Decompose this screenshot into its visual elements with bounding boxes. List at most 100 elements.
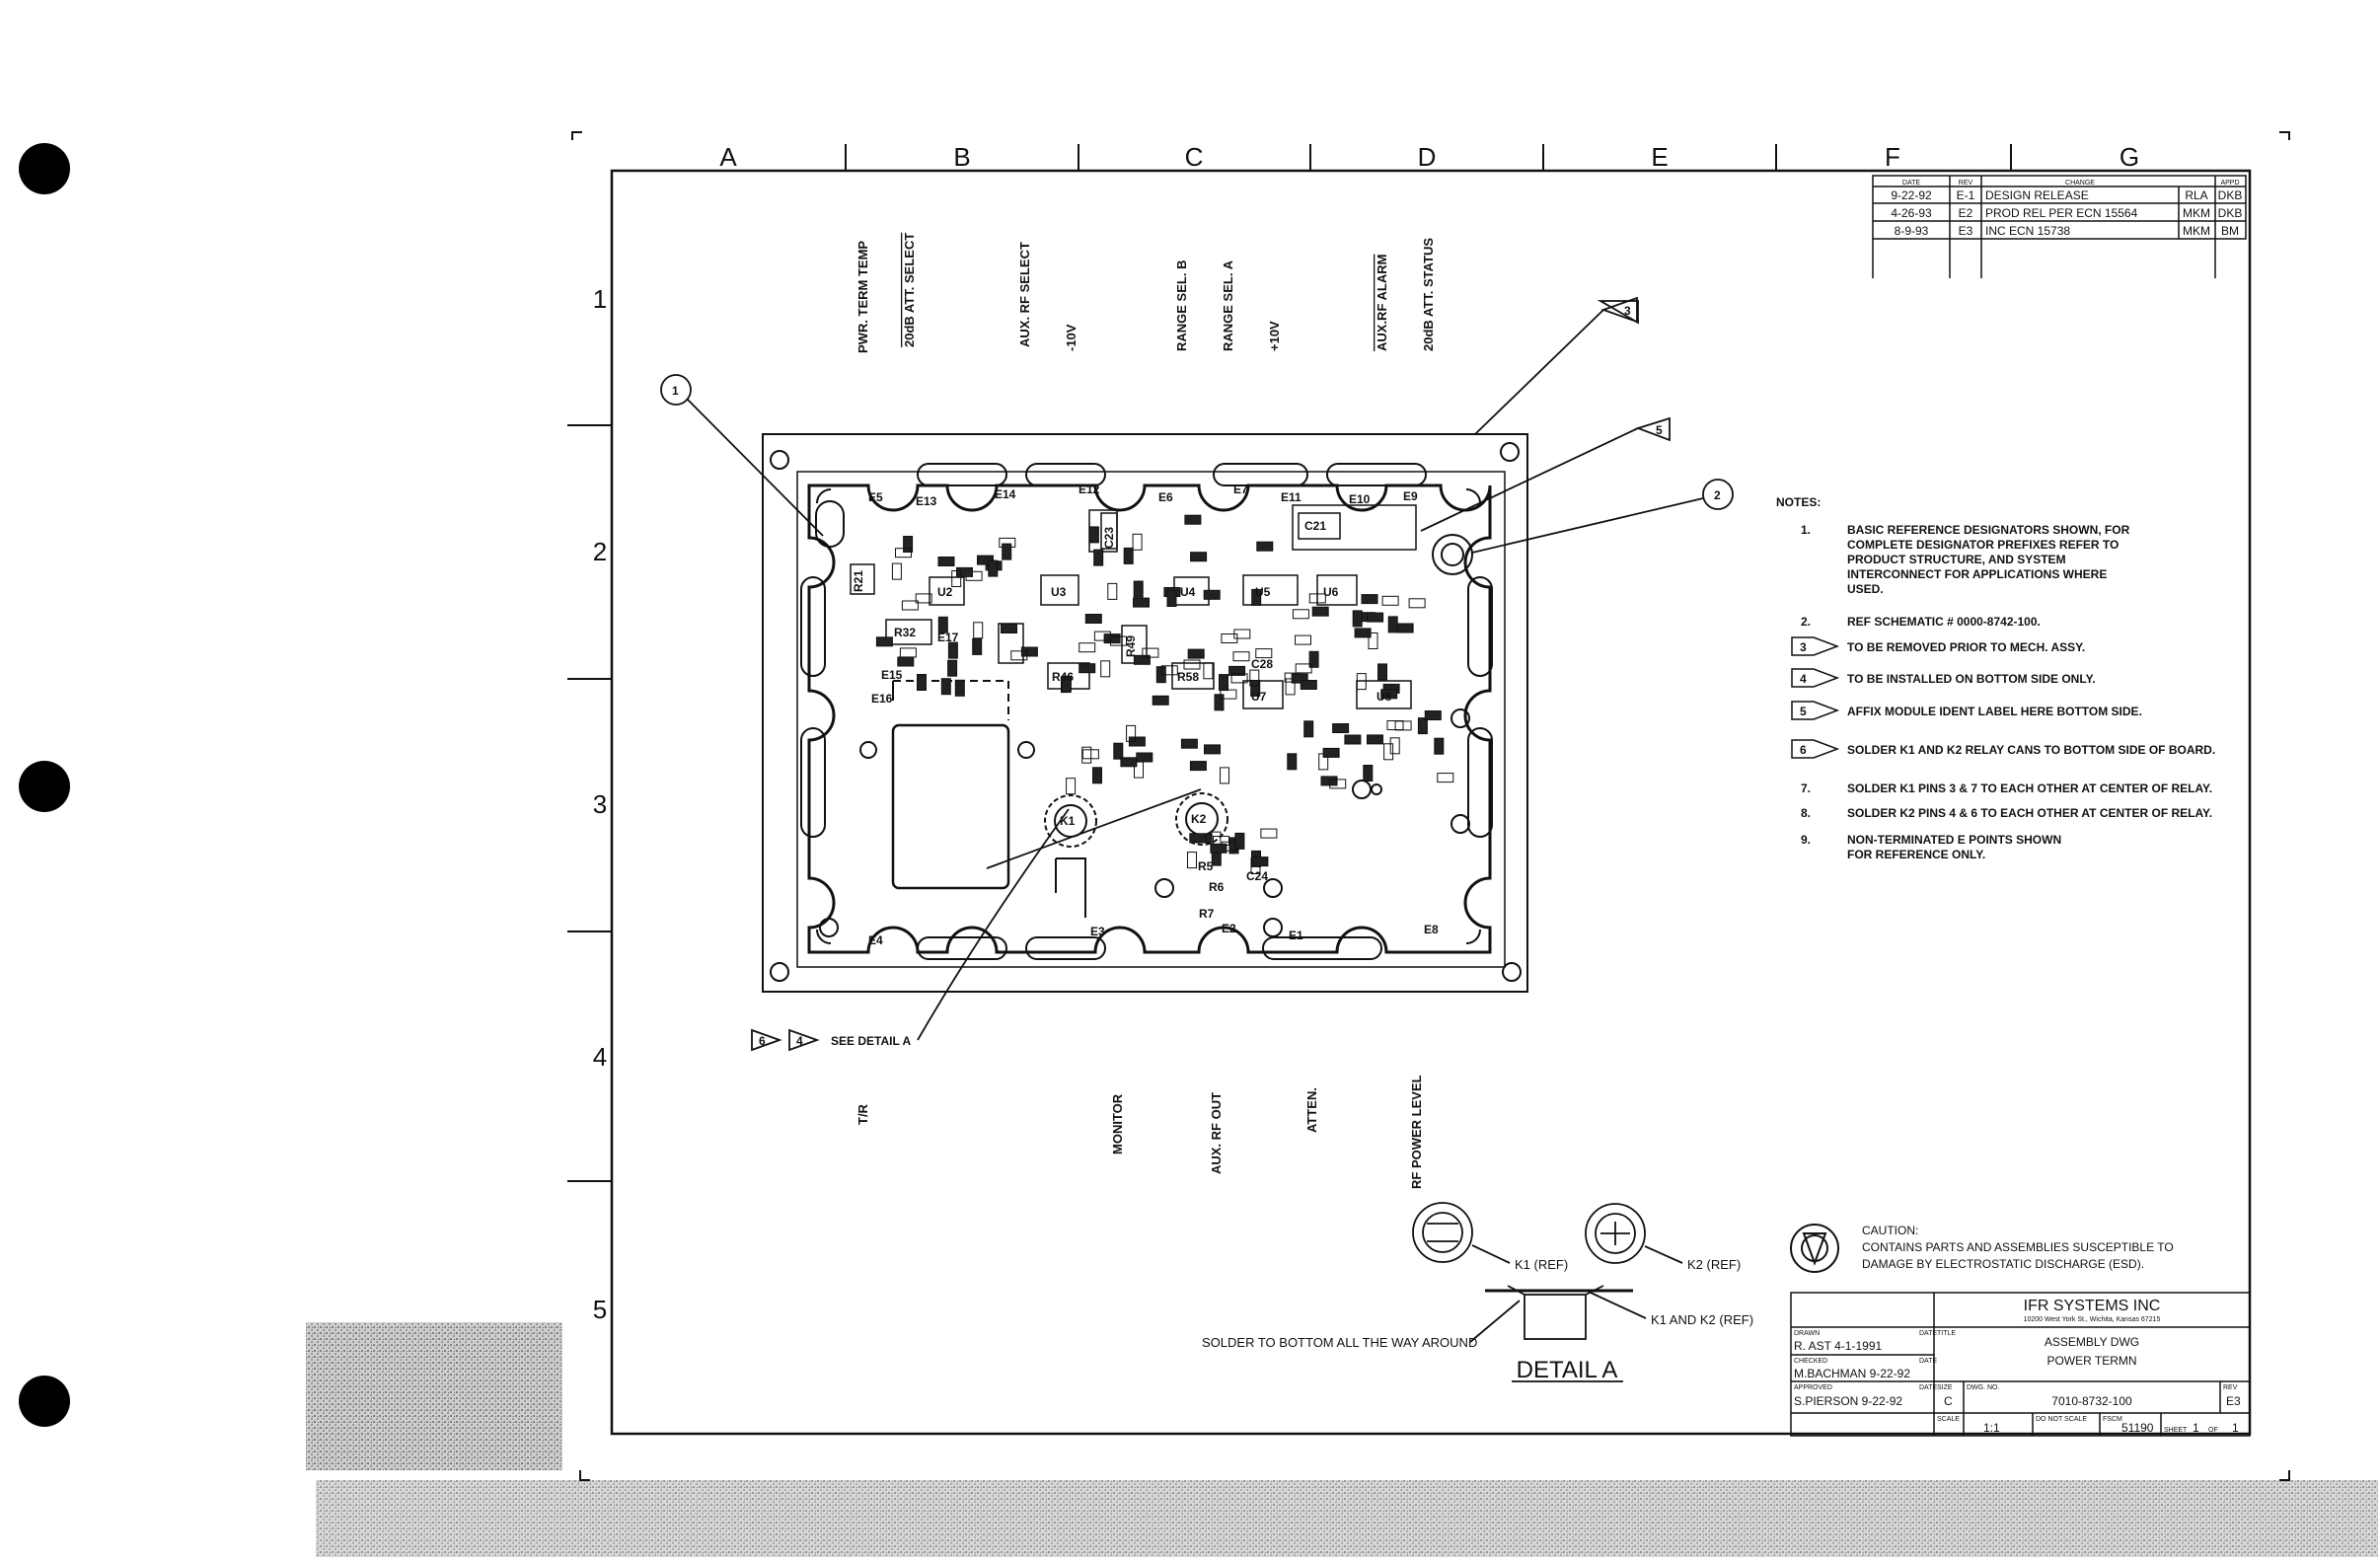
smd-pad <box>1228 665 1246 676</box>
fscm-label: FSCM <box>2103 1416 2122 1423</box>
note-line: REF SCHEMATIC # 0000-8742-100. <box>1847 615 2041 629</box>
zone-col: A <box>719 142 737 172</box>
smd-pad <box>1232 651 1250 662</box>
designator: C23 <box>1102 527 1116 549</box>
zone-row: 3 <box>593 789 607 819</box>
zone-column-labels: A B C D E F G <box>719 142 2139 172</box>
smd-pad <box>1110 635 1127 646</box>
rev-date: 9-22-92 <box>1891 188 1932 202</box>
smd-pad <box>1322 747 1340 758</box>
smd-pad <box>1367 612 1384 623</box>
note-flag: 3 <box>1800 640 1807 654</box>
smd-pad <box>1078 642 1096 653</box>
smd-pad <box>895 548 912 558</box>
drawn-by: R. AST 4-1-1991 <box>1794 1339 1882 1353</box>
smd-pad <box>1078 663 1096 674</box>
smd-pad <box>1160 665 1178 676</box>
rev-label: REV <box>2223 1384 2238 1391</box>
smd-pad <box>1255 648 1273 659</box>
smd-pad <box>1368 633 1378 649</box>
smd-pad <box>1394 720 1412 731</box>
e-point: E3 <box>1090 925 1105 938</box>
pin-label-top: 20dB ATT. STATUS <box>1421 238 1436 351</box>
sheet-label: SHEET <box>2164 1427 2188 1434</box>
title-label: TITLE <box>1937 1330 1956 1337</box>
smd-pad <box>1352 610 1363 628</box>
scale-label: SCALE <box>1937 1416 1960 1423</box>
smd-pad <box>940 678 951 696</box>
smd-pad <box>1120 757 1138 768</box>
drawing-border <box>610 169 2252 1436</box>
smd-pad <box>1396 623 1414 633</box>
pin-label-bottom: AUX. RF OUT <box>1209 1092 1224 1174</box>
pin-label-top: 20dB ATT. SELECT <box>902 233 917 347</box>
smd-pad <box>1260 828 1278 839</box>
designator: C28 <box>1251 657 1273 671</box>
smd-pad <box>1354 628 1372 638</box>
pin-label-top: AUX. RF SELECT <box>1017 242 1032 347</box>
caution-line: CONTAINS PARTS AND ASSEMBLIES SUSCEPTIBL… <box>1862 1240 2174 1254</box>
notes: NOTES: 1. BASIC REFERENCE DESIGNATORS SH… <box>1776 495 2215 861</box>
designator: U5 <box>1255 585 1271 599</box>
note-line: SOLDER K2 PINS 4 & 6 TO EACH OTHER AT CE… <box>1847 806 2212 820</box>
e-point: E8 <box>1424 923 1439 936</box>
smd-pad <box>1001 624 1017 633</box>
e-point: E10 <box>1349 492 1371 506</box>
of-label: OF <box>2208 1427 2218 1434</box>
e-point: E1 <box>1289 929 1303 942</box>
checked-label: CHECKED <box>1794 1358 1827 1365</box>
callouts <box>660 296 1734 1052</box>
e-point: E15 <box>881 668 903 682</box>
corner-marks <box>571 131 2290 1481</box>
smd-pad <box>897 656 915 667</box>
zone-row: 1 <box>593 284 607 314</box>
rev-date: 4-26-93 <box>1891 206 1932 220</box>
drawn-label: DRAWN <box>1794 1330 1820 1337</box>
note-line: INTERCONNECT FOR APPLICATIONS WHERE <box>1847 567 2107 581</box>
designator: U4 <box>1180 585 1196 599</box>
flag-5: 5 <box>1656 423 1663 437</box>
checked-by: M.BACHMAN 9-22-92 <box>1794 1367 1910 1380</box>
e-point: E9 <box>1403 489 1418 503</box>
smd-pad <box>1183 659 1201 670</box>
pcb-board <box>762 433 1528 993</box>
note-flag: 5 <box>1800 705 1807 718</box>
revision-block: DATE REV CHANGE APPD 9-22-92 E-1 DESIGN … <box>1872 175 2247 278</box>
pin-label-top: PWR. TERM TEMP <box>855 241 870 353</box>
designator: K2 <box>1191 812 1207 826</box>
zone-ticks <box>567 144 2012 1182</box>
rev-change: INC ECN 15738 <box>1985 224 2070 238</box>
smd-pad <box>988 559 999 577</box>
rev-header-rev: REV <box>1959 180 1973 186</box>
drawing-title-1: ASSEMBLY DWG <box>2045 1335 2139 1349</box>
smd-pad <box>1214 694 1225 711</box>
smd-pad <box>1103 633 1121 644</box>
smd-pad <box>1380 689 1398 700</box>
smd-pad <box>1187 648 1205 659</box>
sheet-no: 1 <box>2193 1421 2199 1435</box>
rev-by: MKM <box>2183 206 2210 220</box>
smd-pad <box>1387 616 1398 633</box>
smd-pad <box>1295 663 1312 674</box>
designator: U3 <box>1051 585 1067 599</box>
zone-row: 5 <box>593 1295 607 1324</box>
component-designators: U2 U3 U4 U5 U6 U7 U8 K1 K2 C21 C23 R32 R… <box>852 519 1392 921</box>
note-flag: 6 <box>1800 743 1807 757</box>
scan-noise <box>306 1322 562 1470</box>
note-line: COMPLETE DESIGNATOR PREFIXES REFER TO <box>1847 538 2119 552</box>
note-num: 1. <box>1801 523 1811 537</box>
rev-by: RLA <box>2185 188 2207 202</box>
detail-k1-ref: K1 (REF) <box>1515 1257 1568 1272</box>
designator: K1 <box>1060 814 1076 828</box>
smd-pad <box>1123 547 1134 564</box>
approved-by: S.PIERSON 9-22-92 <box>1794 1394 1902 1408</box>
note-line: FOR REFERENCE ONLY. <box>1847 848 1985 861</box>
smd-pad <box>1251 588 1262 606</box>
flag-6: 6 <box>759 1034 766 1048</box>
pin-label-bottom: T/R <box>855 1103 870 1125</box>
smd-pad <box>1363 765 1374 782</box>
smd-pad <box>1088 526 1099 544</box>
smd-pad <box>1308 650 1319 668</box>
smd-pad <box>1020 646 1038 657</box>
rev-appd: BM <box>2221 224 2239 238</box>
